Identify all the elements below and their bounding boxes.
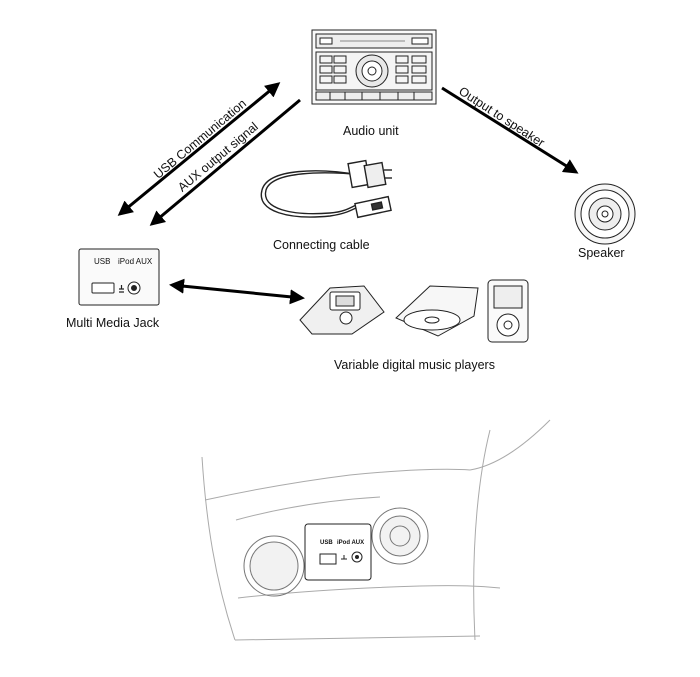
music-players-illustration: [299, 279, 529, 343]
speaker-illustration: [574, 183, 636, 245]
connecting-cable-illustration: [260, 159, 392, 219]
console-illustration: [201, 419, 551, 641]
connecting-cable-label: Connecting cable: [273, 238, 370, 252]
speaker-label: Speaker: [578, 246, 625, 260]
console-usb-text: USB: [320, 540, 333, 546]
arrows: [117, 82, 579, 305]
jack-usb-text: USB: [94, 257, 111, 266]
console-ipod-aux-text: iPod AUX: [337, 540, 365, 546]
jack-ipod-aux-text: iPod AUX: [118, 257, 153, 266]
aux-output-arrow: [149, 98, 301, 226]
audio-unit-label: Audio unit: [343, 124, 399, 138]
multi-media-jack-illustration: [78, 248, 160, 306]
multi-media-jack-label: Multi Media Jack: [66, 316, 160, 330]
jack-to-players-arrow: [169, 278, 305, 305]
players-label: Variable digital music players: [334, 358, 495, 372]
usb-communication-arrow: [117, 82, 281, 216]
audio-unit-illustration: [311, 29, 437, 105]
output-to-speaker-arrow: [441, 86, 579, 174]
